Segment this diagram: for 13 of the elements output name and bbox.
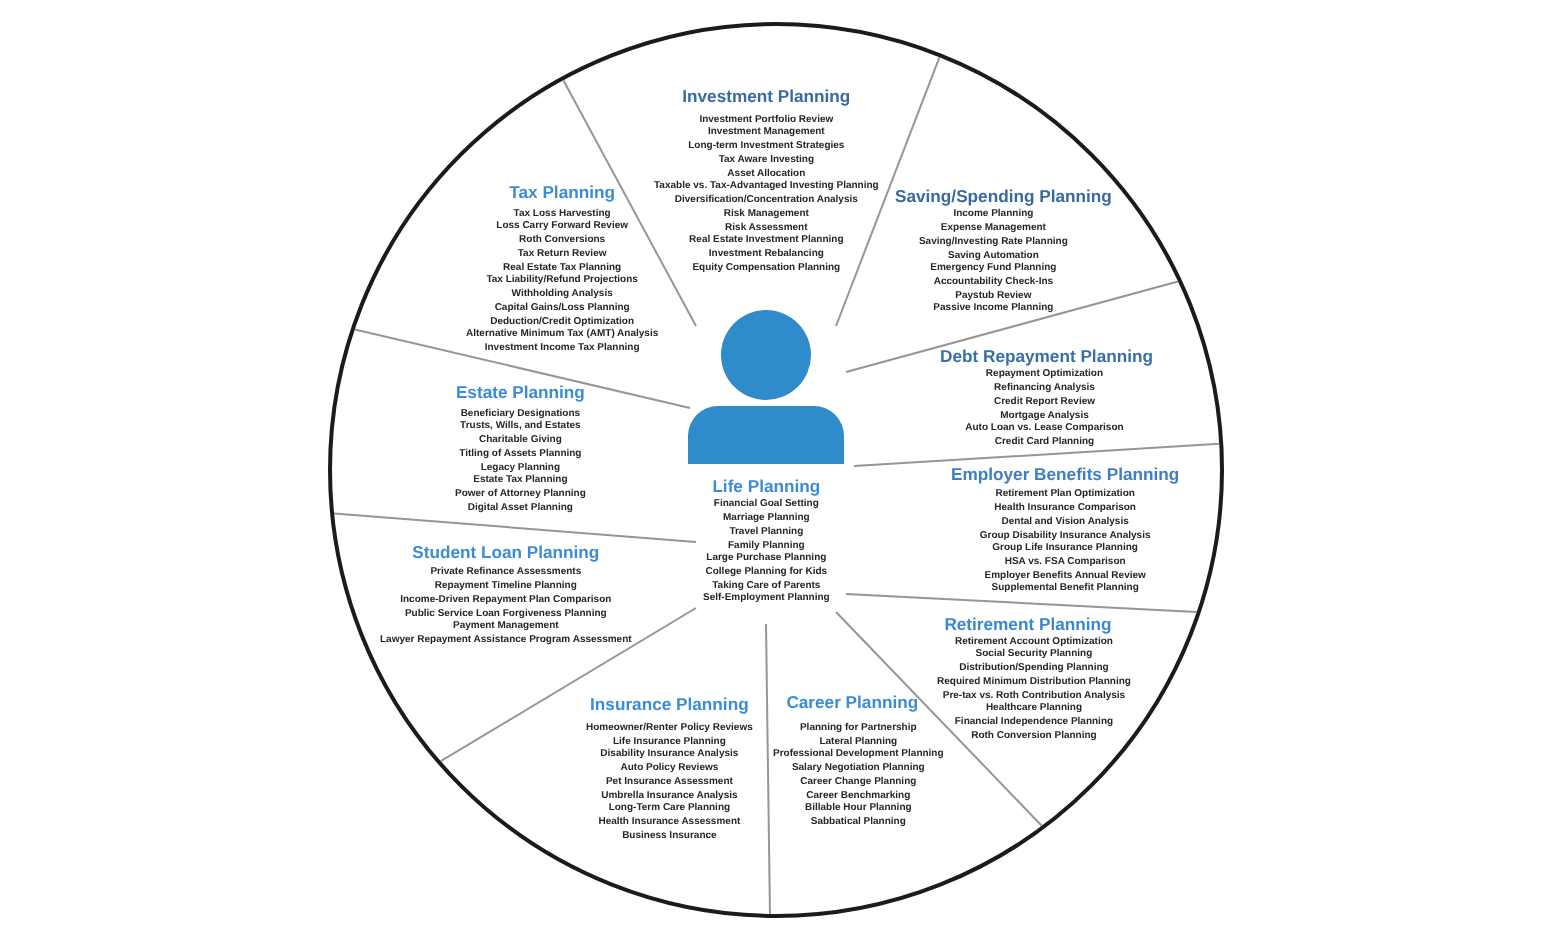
category-heading: Tax Planning (509, 182, 615, 205)
category-heading: Investment Planning (682, 85, 851, 108)
category-heading: Student Loan Planning (412, 541, 600, 563)
category-heading: Career Planning (786, 692, 919, 715)
category-heading: Estate Planning (455, 382, 585, 405)
category-heading: Life Planning (712, 475, 821, 498)
category-heading: Retirement Planning (944, 613, 1112, 636)
category-heading: Employer Benefits Planning (951, 464, 1180, 487)
category-heading: Debt Repayment Planning (940, 345, 1153, 368)
category-heading: Saving/Spending Planning (895, 185, 1112, 208)
person-icon (688, 310, 844, 464)
circle-outline (328, 22, 1224, 918)
category-heading: Insurance Planning (590, 693, 749, 715)
